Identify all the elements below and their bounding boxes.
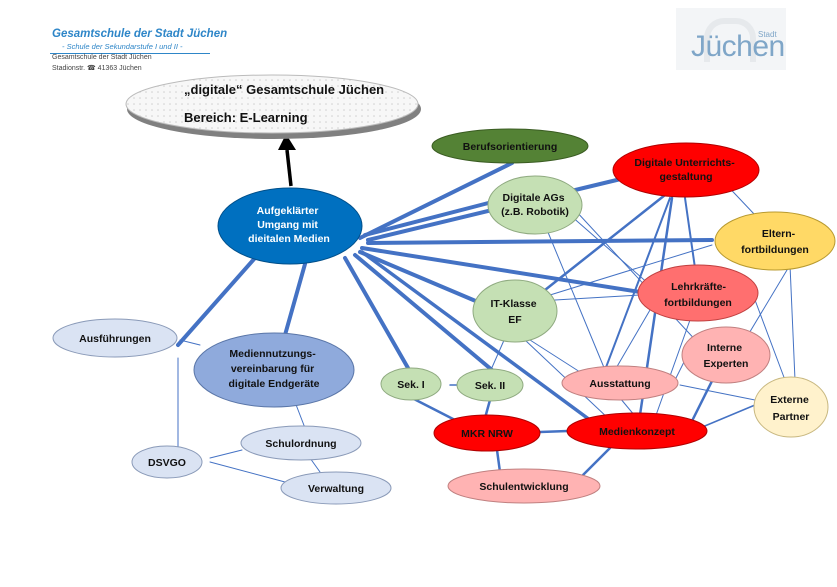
node-sek2 <box>456 368 524 402</box>
edge-central-it-klasse <box>358 250 480 304</box>
label-mediennutzung: Mediennutzungs- vereinbarung für digital… <box>228 348 319 390</box>
edge-medienkonzept-externe <box>699 404 756 429</box>
edge-central-medienkonzept <box>360 250 592 422</box>
edge-ausfuehrungen-mediennutzung <box>179 339 201 346</box>
edge-interne-medienkonzept <box>688 373 717 427</box>
edge-central-digitale-ags <box>363 198 502 237</box>
edge-digags-ausstattung <box>544 224 606 371</box>
title-cloud <box>125 74 421 139</box>
label-interne-experten: Interne Experten <box>704 342 749 370</box>
title-line-2: Bereich: E-Learning <box>184 110 308 125</box>
logo-arch-icon <box>704 18 756 62</box>
title-line-1: „digitale“ Gesamtschule Jüchen <box>184 82 385 97</box>
address-line-1: Gesamtschule der Stadt Jüchen <box>52 54 152 61</box>
edge-mediennutzung-schulordnung <box>294 401 306 429</box>
label-schulentwicklung: Schulentwicklung <box>479 481 568 493</box>
node-ausfuehrungen <box>52 318 178 358</box>
node-schulentwicklung <box>447 468 601 504</box>
address-line-2: Stadionstr. ☎ 41363 Jüchen <box>52 65 142 72</box>
label-verwaltung: Verwaltung <box>308 483 364 495</box>
edge-schulordnung-dsvgo <box>209 449 243 459</box>
node-verwaltung <box>280 471 392 505</box>
label-berufsorientierung: Berufsorientierung <box>463 141 558 153</box>
edge-unterricht-lehrkraefte <box>684 197 696 269</box>
label-sek1: Sek. I <box>397 379 425 391</box>
label-externe-partner: Externe Partner <box>770 394 811 423</box>
edge-mkr-medienkonzept <box>538 429 570 434</box>
edge-central-sek1 <box>343 256 410 370</box>
edge-itklasse-ausstattung <box>529 339 581 373</box>
edge-digags-lehrkraefte <box>569 214 651 286</box>
node-it-klasse <box>472 279 558 343</box>
label-schulordnung: Schulordnung <box>265 438 336 450</box>
label-digitale-ags: Digitale AGs (z.B. Robotik) <box>501 192 569 218</box>
label-mkr-nrw: MKR NRW <box>461 428 513 440</box>
edge-central-sek2 <box>353 253 494 372</box>
edge-central-mediennutzung <box>283 262 307 337</box>
node-sek1 <box>380 367 442 401</box>
arrow-to-title <box>285 149 293 187</box>
node-mkr-nrw <box>433 414 541 452</box>
label-medienkonzept: Medienkonzept <box>599 426 675 438</box>
edge-lehrkraefte-externe <box>754 299 786 381</box>
edge-ausstattung-externe <box>679 384 756 401</box>
node-eltern <box>714 211 836 271</box>
school-subtitle: - Schule der Sekundarstufe I und II - <box>62 42 183 51</box>
edge-itklasse-eltern <box>549 244 713 296</box>
edge-central-berufsorientierung <box>358 161 514 240</box>
node-interne-experten <box>681 326 771 384</box>
label-digitale-unterricht: Digitale Unterrichts- gestaltung <box>634 157 737 183</box>
edge-dsvgo-verwaltung <box>209 461 286 483</box>
node-ausstattung <box>561 365 679 401</box>
school-name: Gesamtschule der Stadt Jüchen <box>52 28 228 40</box>
node-berufsorientierung <box>431 128 589 164</box>
edge-eltern-interne <box>744 264 791 341</box>
logo-text: Jüchen <box>691 30 785 63</box>
edge-itklasse-lehrkraefte <box>554 294 641 301</box>
city-logo: Jüchen Stadt <box>676 8 786 70</box>
edge-lehrkraefte-ausstattung <box>614 309 651 371</box>
node-mediennutzung <box>193 332 355 408</box>
edge-central-ausfuehrungen <box>176 256 257 347</box>
label-sek2: Sek. II <box>475 380 505 392</box>
edge-central-eltern <box>366 238 714 245</box>
node-digitale-unterricht <box>612 142 760 198</box>
arrow-head-icon <box>278 134 296 150</box>
edge-schulordnung-verwaltung <box>309 457 321 473</box>
node-aufgeklaerter-umgang <box>217 187 363 265</box>
node-medienkonzept <box>566 412 708 450</box>
edge-unterricht-ausstattung <box>604 197 671 371</box>
edge-sek1-mkr <box>410 396 457 422</box>
label-ausstattung: Ausstattung <box>589 378 650 390</box>
label-aufgeklaerter: Aufgeklärter Umgang mit dieitalen Medien <box>248 205 330 245</box>
label-it-klasse: IT-Klasse EF <box>490 298 539 326</box>
label-dsvgo: DSVGO <box>148 457 186 469</box>
node-digitale-ags <box>487 175 583 235</box>
label-eltern: Eltern- fortbildungen <box>741 228 809 256</box>
node-lehrkraefte <box>637 264 759 322</box>
node-schulordnung <box>240 425 362 461</box>
edge-central-lehrkraefte <box>360 246 642 294</box>
label-lehrkraefte: Lehrkräfte- fortbildungen <box>664 281 732 309</box>
node-dsvgo <box>131 445 203 479</box>
logo-small-text: Stadt <box>758 30 777 39</box>
edge-eltern-externe <box>789 264 796 381</box>
edge-digags-interne <box>574 209 701 346</box>
node-externe-partner <box>753 376 829 438</box>
header-divider <box>50 53 210 54</box>
edge-itklasse-sek2 <box>489 337 506 373</box>
edge-mkr-schulentwicklung <box>495 448 502 474</box>
edge-unterricht-itklasse <box>543 193 667 292</box>
label-ausfuehrungen: Ausführungen <box>79 333 151 345</box>
edge-lehrkraefte-medienkonzept <box>654 319 691 419</box>
edge-medienkonzept-schulentwicklung <box>578 446 612 480</box>
